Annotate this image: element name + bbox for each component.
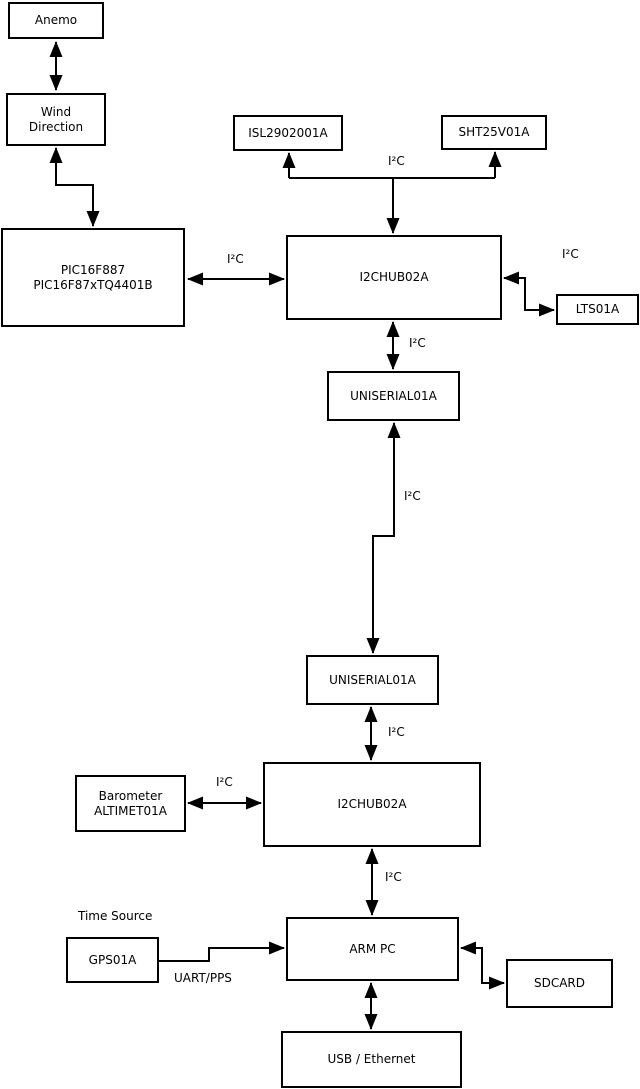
node-lts01a-label: LTS01A — [575, 302, 620, 316]
node-i2chub02a-2: I2CHUB02A — [263, 762, 481, 847]
label-i2c-hub2-armpc: I²C — [385, 870, 402, 884]
node-pic16f887: PIC16F887 PIC16F87xTQ4401B — [1, 228, 185, 327]
label-i2c-pic-hub1: I²C — [227, 252, 244, 266]
node-sht25v01a: SHT25V01A — [441, 115, 547, 150]
node-usb-ethernet: USB / Ethernet — [281, 1031, 462, 1088]
node-usb-ethernet-label: USB / Ethernet — [327, 1052, 416, 1066]
edge-wind-pic — [49, 147, 100, 227]
edge-armpc-sdcard — [460, 941, 505, 990]
node-pic16f887-label: PIC16F887 PIC16F87xTQ4401B — [33, 262, 153, 292]
node-lts01a: LTS01A — [556, 294, 639, 325]
node-wind-direction: Wind Direction — [6, 93, 106, 146]
label-i2c-hub1-lts: I²C — [562, 247, 579, 261]
node-arm-pc-label: ARM PC — [349, 941, 396, 956]
node-gps01a-label: GPS01A — [88, 952, 137, 967]
label-time-source: Time Source — [78, 909, 153, 923]
node-barometer-altimet01a: Barometer ALTIMET01A — [75, 775, 186, 832]
node-i2chub02a-1-label: I2CHUB02A — [359, 270, 429, 284]
node-gps01a: GPS01A — [66, 937, 159, 983]
node-isl2902001a: ISL2902001A — [233, 115, 343, 151]
node-sdcard-label: SDCARD — [533, 976, 586, 990]
node-uniserial01a-2: UNISERIAL01A — [306, 655, 439, 705]
node-uniserial01a-2-label: UNISERIAL01A — [329, 672, 416, 687]
node-isl2902001a-label: ISL2902001A — [248, 125, 328, 140]
node-i2chub02a-2-label: I2CHUB02A — [337, 797, 407, 811]
edge-gps-armpc — [159, 941, 285, 962]
label-i2c-barometer-hub2: I²C — [216, 775, 233, 789]
node-sdcard: SDCARD — [506, 959, 613, 1008]
node-uniserial01a-1-label: UNISERIAL01A — [350, 388, 437, 403]
edge-i2chub1-lts — [503, 271, 555, 317]
label-i2c-uniserial-link: I²C — [404, 489, 421, 503]
node-anemo: Anemo — [8, 2, 104, 39]
node-wind-direction-label: Wind Direction — [28, 104, 84, 134]
node-arm-pc: ARM PC — [286, 917, 459, 981]
edge-uniserial1-uniserial2 — [366, 422, 401, 654]
label-uart-pps: UART/PPS — [174, 971, 232, 985]
node-uniserial01a-1: UNISERIAL01A — [327, 371, 460, 421]
node-anemo-label: Anemo — [34, 13, 78, 27]
node-i2chub02a-1: I2CHUB02A — [286, 235, 502, 320]
label-i2c-uniserial2-hub2: I²C — [388, 725, 405, 739]
node-barometer-altimet01a-label: Barometer ALTIMET01A — [94, 788, 167, 818]
node-sht25v01a-label: SHT25V01A — [458, 125, 530, 139]
label-i2c-hub1-uniserial1: I²C — [409, 336, 426, 350]
label-i2c-sensors: I²C — [388, 154, 405, 168]
